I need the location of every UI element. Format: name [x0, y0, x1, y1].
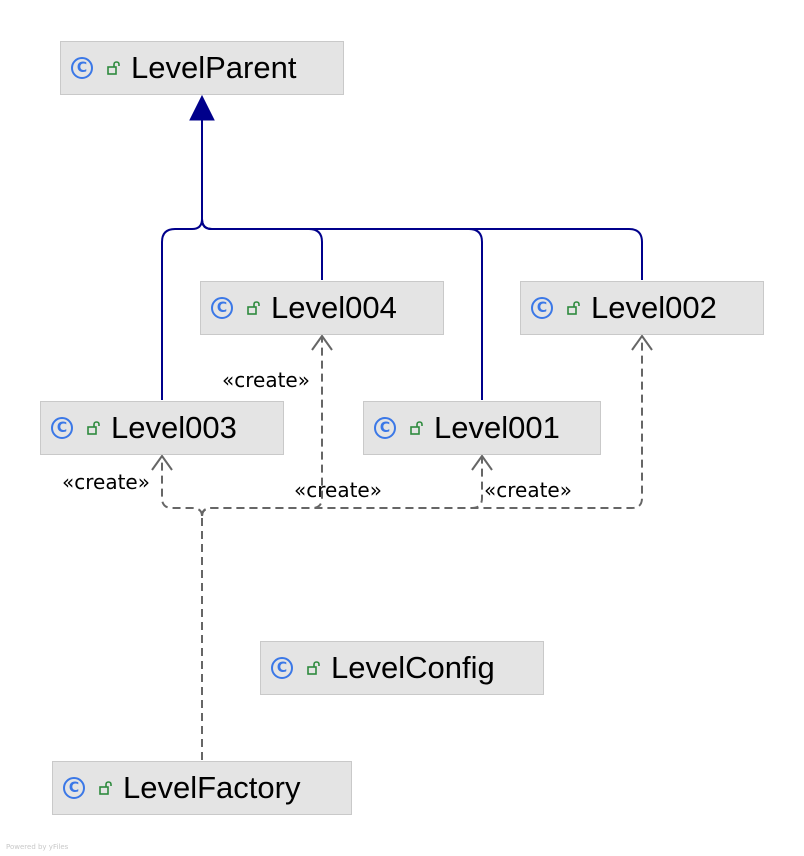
- edge-factory-to-level003: [161, 458, 203, 517]
- arrowhead-level001: [471, 454, 493, 471]
- inheritance-arrowhead: [189, 94, 215, 121]
- public-unlocked-icon: [567, 301, 580, 315]
- arrowhead-level004: [311, 334, 333, 351]
- inheritance-edges: [161, 118, 643, 400]
- create-label-mid: «create»: [294, 478, 382, 502]
- public-unlocked-icon: [87, 421, 100, 435]
- public-unlocked-icon: [107, 61, 120, 75]
- class-name: Level004: [271, 290, 397, 325]
- class-name: Level003: [111, 410, 237, 445]
- class-node-level002[interactable]: C Level002: [520, 281, 764, 335]
- class-name: Level002: [591, 290, 717, 325]
- public-unlocked-icon: [307, 661, 320, 675]
- create-label-level003: «create»: [62, 470, 150, 494]
- arrowhead-level003: [151, 454, 173, 471]
- class-name: Level001: [434, 410, 560, 445]
- class-c-icon: C: [71, 57, 93, 79]
- class-node-level003[interactable]: C Level003: [40, 401, 284, 455]
- class-c-icon: C: [374, 417, 396, 439]
- class-name: LevelParent: [131, 50, 297, 85]
- class-c-icon: C: [51, 417, 73, 439]
- dependency-edges: [161, 338, 643, 760]
- dependency-arrowheads: [151, 334, 653, 471]
- public-unlocked-icon: [247, 301, 260, 315]
- edge-level003-to-parent: [161, 218, 203, 400]
- arrowhead-level002: [631, 334, 653, 351]
- class-c-icon: C: [271, 657, 293, 679]
- create-label-right: «create»: [484, 478, 572, 502]
- class-c-icon: C: [211, 297, 233, 319]
- class-node-levelconfig[interactable]: C LevelConfig: [260, 641, 544, 695]
- class-name: LevelConfig: [331, 650, 495, 685]
- class-name: LevelFactory: [123, 770, 301, 805]
- class-c-icon: C: [63, 777, 85, 799]
- class-node-level004[interactable]: C Level004: [200, 281, 444, 335]
- powered-by-footer: Powered by yFiles: [6, 843, 69, 851]
- create-label-level004: «create»: [222, 368, 310, 392]
- edge-factory-to-level002: [201, 338, 643, 517]
- edge-level002-to-parent: [201, 218, 643, 280]
- public-unlocked-icon: [410, 421, 423, 435]
- class-node-levelfactory[interactable]: C LevelFactory: [52, 761, 352, 815]
- public-unlocked-icon: [99, 781, 112, 795]
- class-node-levelparent[interactable]: C LevelParent: [60, 41, 344, 95]
- class-node-level001[interactable]: C Level001: [363, 401, 601, 455]
- class-c-icon: C: [531, 297, 553, 319]
